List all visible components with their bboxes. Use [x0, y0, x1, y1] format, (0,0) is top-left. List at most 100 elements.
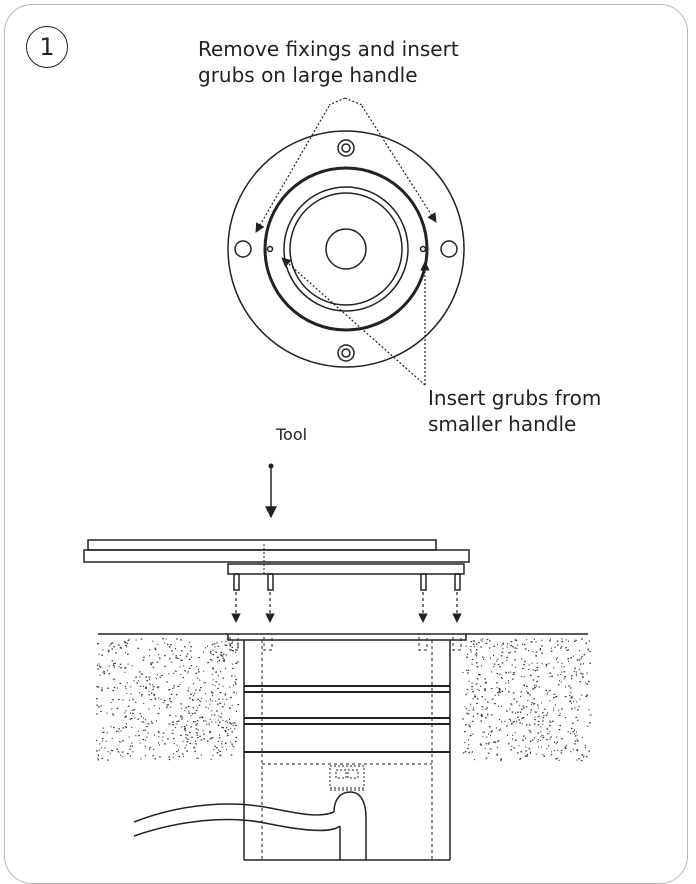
concrete-speckle	[465, 669, 468, 671]
concrete-speckle	[565, 676, 566, 678]
concrete-speckle	[203, 738, 205, 740]
concrete-speckle	[500, 655, 503, 657]
concrete-speckle	[112, 714, 115, 716]
concrete-speckle	[567, 660, 569, 662]
concrete-speckle	[99, 743, 101, 745]
concrete-speckle	[235, 651, 236, 653]
hidden-lines	[229, 633, 462, 860]
concrete-speckle	[119, 663, 122, 665]
concrete-speckle	[565, 686, 566, 688]
concrete-speckle	[512, 738, 513, 740]
concrete-speckle	[196, 757, 198, 759]
concrete-speckle	[217, 656, 219, 659]
concrete-speckle	[209, 703, 211, 705]
concrete-speckle	[222, 657, 224, 659]
concrete-speckle	[231, 667, 234, 670]
concrete-speckle	[142, 685, 144, 687]
concrete-speckle	[154, 758, 156, 760]
concrete-speckle	[233, 691, 235, 693]
concrete-speckle	[478, 674, 480, 676]
concrete-speckle	[124, 726, 127, 728]
concrete-speckle	[586, 672, 588, 674]
concrete-speckle	[188, 712, 190, 714]
concrete-speckle	[587, 648, 589, 650]
concrete-speckle	[125, 644, 127, 646]
concrete-speckle	[481, 706, 484, 708]
concrete-speckle	[110, 749, 112, 751]
concrete-speckle	[470, 703, 471, 705]
concrete-speckle	[583, 663, 584, 665]
concrete-speckle	[218, 698, 220, 700]
concrete-speckle	[549, 721, 552, 723]
concrete-speckle	[235, 662, 238, 664]
concrete-speckle	[504, 720, 506, 722]
concrete-speckle	[501, 644, 503, 646]
concrete-speckle	[486, 707, 488, 709]
concrete-speckle	[111, 750, 114, 752]
concrete-speckle	[108, 673, 111, 675]
concrete-speckle	[210, 691, 213, 693]
insertion-arrows	[231, 592, 462, 623]
concrete-speckle	[467, 653, 469, 655]
concrete-speckle	[97, 664, 98, 666]
concrete-speckle	[120, 667, 122, 669]
concrete-speckle	[490, 731, 492, 733]
concrete-speckle	[570, 692, 572, 694]
concrete-speckle	[473, 716, 474, 718]
concrete-speckle	[216, 710, 218, 712]
concrete-speckle	[184, 747, 186, 749]
concrete-speckle	[537, 716, 539, 718]
concrete-speckle	[189, 641, 191, 643]
concrete-speckle	[138, 680, 140, 682]
concrete-speckle	[496, 682, 498, 684]
concrete-speckle	[498, 729, 501, 731]
concrete-speckle	[216, 641, 218, 644]
concrete-speckle	[222, 653, 225, 655]
concrete-speckle	[561, 666, 563, 668]
concrete-speckle	[199, 716, 201, 719]
concrete-speckle	[193, 683, 195, 685]
concrete-speckle	[101, 687, 103, 689]
concrete-speckle	[586, 756, 588, 758]
concrete-speckle	[144, 729, 146, 731]
concrete-speckle	[148, 676, 151, 678]
concrete-speckle	[514, 647, 517, 649]
concrete-speckle	[212, 667, 214, 669]
concrete-speckle	[158, 697, 160, 699]
callout-small-handle	[281, 257, 430, 386]
concrete-speckle	[172, 729, 174, 731]
concrete-speckle	[231, 646, 233, 649]
concrete-speckle	[520, 751, 522, 753]
concrete-speckle	[122, 740, 124, 742]
concrete-speckle	[159, 756, 161, 758]
concrete-speckle	[180, 639, 182, 641]
concrete-speckle	[465, 708, 467, 710]
concrete-speckle	[526, 685, 528, 687]
concrete-speckle	[211, 695, 213, 697]
concrete-speckle	[139, 713, 142, 715]
concrete-speckle	[194, 721, 196, 723]
concrete-speckle	[220, 716, 222, 718]
concrete-speckle	[509, 708, 511, 710]
concrete-speckle	[502, 647, 504, 650]
concrete-speckle	[466, 688, 469, 691]
concrete-speckle	[178, 749, 179, 751]
concrete-speckle	[154, 698, 157, 700]
concrete-speckle	[466, 656, 468, 658]
concrete-speckle	[532, 669, 534, 671]
concrete-speckle	[582, 756, 585, 758]
concrete-speckle	[479, 674, 481, 676]
concrete-speckle	[578, 758, 580, 760]
concrete-speckle	[569, 701, 571, 703]
concrete-speckle	[577, 740, 579, 742]
concrete-speckle	[107, 751, 109, 753]
concrete-speckle	[164, 642, 166, 644]
concrete-speckle	[521, 723, 523, 725]
concrete-speckle	[150, 663, 152, 665]
concrete-speckle	[206, 740, 209, 742]
concrete-speckle	[221, 743, 223, 745]
concrete-speckle	[534, 716, 536, 718]
concrete-speckle	[190, 646, 192, 648]
concrete-speckle	[181, 726, 183, 728]
concrete-speckle	[111, 737, 113, 740]
